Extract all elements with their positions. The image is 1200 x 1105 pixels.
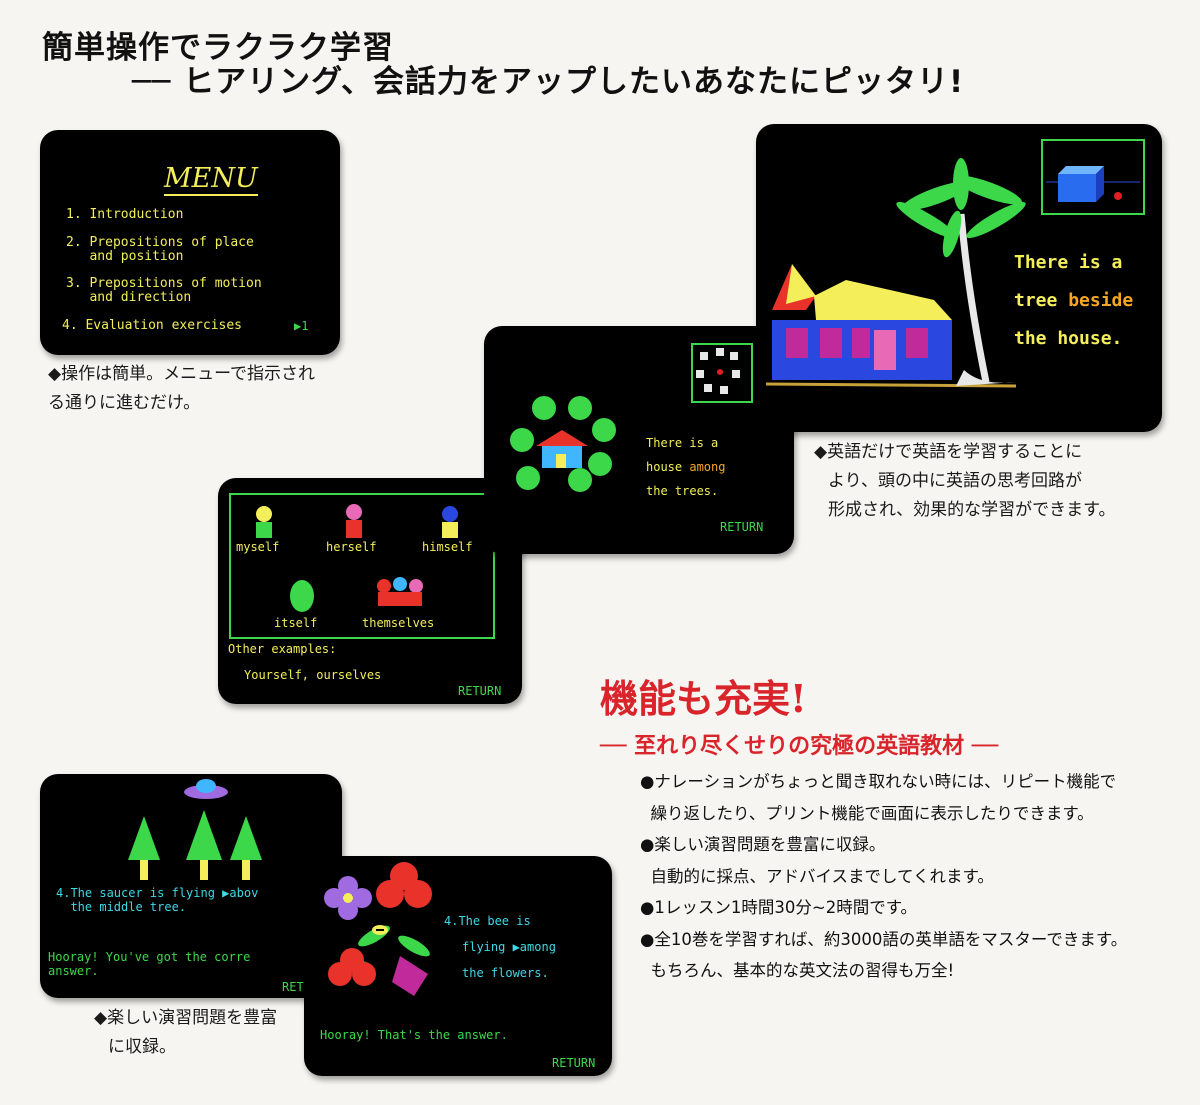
label-herself: herself <box>326 540 377 554</box>
examples-text: Yourself, ourselves <box>244 668 382 682</box>
saucer-return-button[interactable]: RET <box>282 980 304 994</box>
bee-question-line-2: flying ▶among <box>462 940 556 954</box>
heading-line-2: ── ヒアリング、会話力をアップしたいあなたにピッタリ! <box>132 64 965 100</box>
features-list: ●ナレーションがちょっと聞き取れない時には、リピート機能で 繰り返したり、プリン… <box>640 766 1127 987</box>
feature-line-5: ●1レッスン1時間30分~2時間です。 <box>640 898 918 917</box>
menu-item-4: 4. Evaluation exercises <box>62 318 243 333</box>
house-illustration <box>765 139 1145 388</box>
trees-illustration <box>510 343 753 492</box>
menu-item-2b: and position <box>66 249 184 264</box>
house-text-line-2: tree beside <box>1014 290 1134 311</box>
menu-item-3b: and direction <box>66 290 192 305</box>
self-screen: myself herself himself itself themselves… <box>218 478 522 704</box>
other-examples-label: Other examples: <box>228 642 337 656</box>
house-text-line-3: the house. <box>1014 328 1123 349</box>
features-title: 機能も充実! <box>600 676 807 721</box>
feature-line-3: ●楽しい演習問題を豊富に収録。 <box>640 835 886 854</box>
label-himself: himself <box>422 540 473 554</box>
bee-return-button[interactable]: RETURN <box>552 1056 596 1070</box>
menu-title: MENU <box>164 163 258 196</box>
flowers-illustration <box>324 862 432 996</box>
caption-house: ◆英語だけで英語を学習することに より、頭の中に英語の思考回路が 形成され、効果… <box>814 442 1116 520</box>
saucer-illustration <box>128 779 262 880</box>
feature-line-7: もちろん、基本的な英文法の習得も万全! <box>640 961 955 980</box>
caption-menu: ◆操作は簡単。メニューで指示され る通りに進むだけ。 <box>48 364 316 413</box>
trees-text-line-1: There is a <box>646 436 719 450</box>
label-themselves: themselves <box>362 616 435 630</box>
saucer-hooray-line-2: answer. <box>48 964 99 978</box>
trees-return-button[interactable]: RETURN <box>720 520 764 534</box>
bee-hooray: Hooray! That's the answer. <box>320 1028 508 1042</box>
saucer-hooray-line-1: Hooray! You've got the corre <box>48 950 251 964</box>
feature-line-2: 繰り返したり、プリント機能で画面に表示したりできます。 <box>640 803 1094 823</box>
features-subtitle: ── 至れり尽くせりの究極の英語教材 ── <box>600 734 999 759</box>
house-screen: There is a tree beside the house. <box>756 124 1162 432</box>
self-illustration <box>229 493 495 639</box>
house-text-line-1: There is a <box>1014 252 1123 273</box>
feature-line-6: ●全10巻を学習すれば、約3000語の英単語をマスターできます。 <box>640 929 1128 949</box>
bee-screen: 4.The bee is flying ▶among the flowers. … <box>304 856 612 1076</box>
bee-question-line-1: 4.The bee is <box>444 914 531 928</box>
saucer-question-line-1: 4.The saucer is flying ▶abov <box>56 886 259 900</box>
caption-saucer: ◆楽しい演習問題を豊富 に収録。 <box>94 1008 278 1057</box>
menu-item-2: 2. Prepositions of place <box>66 235 254 250</box>
self-return-button[interactable]: RETURN <box>458 684 502 698</box>
bee-question-line-3: the flowers. <box>462 966 549 980</box>
saucer-screen: 4.The saucer is flying ▶abov the middle … <box>40 774 342 998</box>
saucer-question-line-2: the middle tree. <box>56 900 187 914</box>
feature-line-1: ●ナレーションがちょっと聞き取れない時には、リピート機能で <box>640 772 1117 791</box>
label-itself: itself <box>274 616 318 630</box>
trees-text-line-3: the trees. <box>646 484 719 498</box>
trees-text-line-2: house among <box>646 460 726 474</box>
menu-screen: MENU 1. Introduction 2. Prepositions of … <box>40 130 340 355</box>
feature-line-4: 自動的に採点、アドバイスまでしてくれます。 <box>640 866 994 886</box>
menu-item-1: 1. Introduction <box>66 207 184 222</box>
menu-item-3: 3. Prepositions of motion <box>66 276 262 291</box>
menu-marker: ▶1 <box>294 319 309 333</box>
heading-line-1: 簡単操作でラクラク学習 <box>42 30 394 66</box>
label-myself: myself <box>236 540 280 554</box>
trees-screen: There is a house among the trees. RETURN <box>484 326 794 554</box>
